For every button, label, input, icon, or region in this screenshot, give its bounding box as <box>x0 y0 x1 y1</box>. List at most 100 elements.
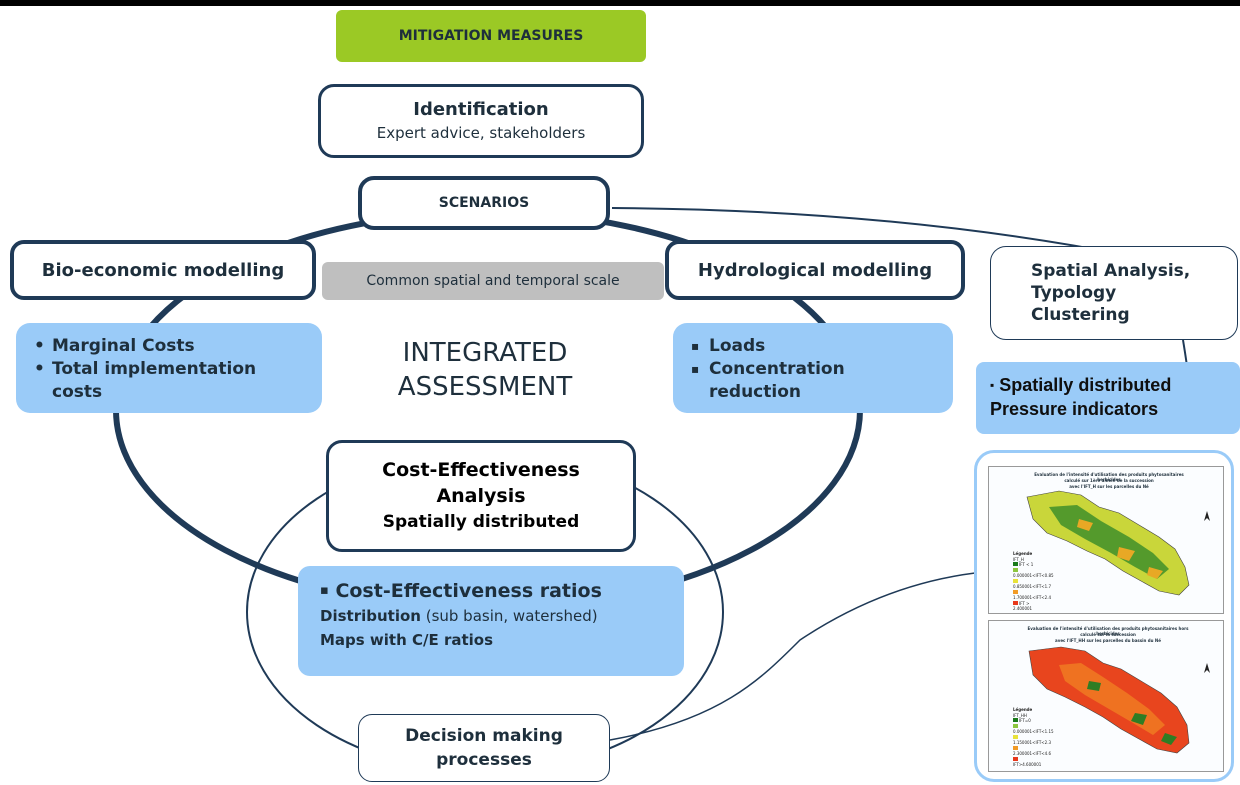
legend-swatch-icon <box>1013 589 1018 594</box>
map2-legend-label: 2.300001<IFT<4.6 <box>1013 751 1052 756</box>
integrated-assessment-line1: INTEGRATED <box>402 338 568 368</box>
ratios-maps: Maps with C/E ratios <box>320 631 494 649</box>
bullet-square-icon: ▪ <box>691 362 700 376</box>
integrated-assessment-label: INTEGRATED ASSESSMENT <box>360 336 610 404</box>
hydrological-item-loads: ▪ Loads <box>691 335 943 358</box>
map2-legend-label: IFT=0 <box>1019 718 1031 723</box>
hydrological-item-label: Concentration reduction <box>709 359 845 402</box>
spatial-analysis-line2: Typology <box>1031 283 1117 303</box>
map1-legend-field: IFT_H <box>1013 556 1024 562</box>
mitigation-measures-title: MITIGATION MEASURES <box>398 28 584 44</box>
integrated-assessment-line2: ASSESSMENT <box>397 372 573 402</box>
scenarios-label: SCENARIOS <box>438 195 530 211</box>
decision-line2: processes <box>436 750 532 770</box>
bullet-square-icon: ▪ <box>691 339 700 353</box>
bioeconomic-modelling-box: Bio-economic modelling <box>10 240 316 300</box>
hydrological-modelling-title: Hydrological modelling <box>697 259 933 281</box>
map2-legend-label: 1.150001<IFT<2.3 <box>1013 740 1052 745</box>
ratios-distribution-bold: Distribution <box>320 607 421 625</box>
cost-effectiveness-ratios-box: ▪ Cost-Effectiveness ratios Distribution… <box>298 566 684 676</box>
cea-line1: Cost-Effectiveness <box>382 459 580 481</box>
map1-legend-item: 1.700001<IFT<2.4 <box>1013 589 1051 601</box>
map2-legend-item: 0.000001<IFT<1.15 <box>1013 723 1054 735</box>
ratios-distribution-rest: (sub basin, watershed) <box>420 607 598 625</box>
map1-legend: Légende IFT_H IFT < 1 0.000001<IFT<0.85 … <box>1013 551 1054 612</box>
bioeconomic-modelling-title: Bio-economic modelling <box>41 259 285 281</box>
map2-legend: Légende IFT_HH IFT=0 0.000001<IFT<1.15 1… <box>1013 707 1054 768</box>
north-arrow-icon <box>1204 511 1210 521</box>
cea-line3: Spatially distributed <box>382 512 580 532</box>
common-scale-label-box: Common spatial and temporal scale <box>322 262 664 300</box>
map1-legend-title: Légende <box>1013 551 1033 556</box>
hydrological-modelling-box: Hydrological modelling <box>665 240 965 300</box>
legend-swatch-icon <box>1013 723 1018 728</box>
map2-legend-item: IFT=0 <box>1013 718 1045 724</box>
bioeconomic-item-label: Marginal Costs <box>52 336 195 356</box>
map1-legend-label: IFT > 2.400001 <box>1013 600 1033 612</box>
pressure-indicators-box: ▪ Spatially distributed Pressure indicat… <box>976 362 1240 434</box>
legend-swatch-icon <box>1013 600 1018 605</box>
spatial-analysis-box: Spatial Analysis, Typology Clustering <box>990 246 1238 340</box>
legend-swatch-icon <box>1013 718 1018 722</box>
legend-swatch-icon <box>1013 578 1018 583</box>
ratios-title: Cost-Effectiveness ratios <box>335 580 602 602</box>
bioeconomic-item-marginal-costs: • Marginal Costs <box>34 335 312 358</box>
map1-graphic <box>1026 490 1210 596</box>
decision-line1: Decision making <box>405 726 563 746</box>
ratios-distribution-row: Distribution (sub basin, watershed) <box>320 604 684 628</box>
bioeconomic-outputs-box: • Marginal Costs • Total implementation … <box>16 323 322 413</box>
bullet-dot-icon: • <box>34 359 45 379</box>
map1-legend-item: 0.000001<IFT<0.85 <box>1013 567 1054 579</box>
decision-making-box: Decision making processes <box>358 714 610 782</box>
map2-legend-field: IFT_HH <box>1013 712 1027 718</box>
map1-legend-label: IFT < 1 <box>1019 562 1034 567</box>
legend-swatch-icon <box>1013 756 1018 761</box>
bullet-square-icon: ▪ <box>990 378 995 392</box>
pressure-map-non-herbicides: Evaluation de l'intensité d'utilisation … <box>988 620 1224 772</box>
north-arrow-icon <box>1204 663 1210 673</box>
map1-basin-hotspots <box>1077 519 1163 579</box>
cost-effectiveness-analysis-box: Cost-Effectiveness Analysis Spatially di… <box>326 440 636 552</box>
decision-to-maps-connector <box>609 572 976 741</box>
map2-legend-item: IFT>4.600001 <box>1013 756 1045 768</box>
common-scale-label: Common spatial and temporal scale <box>366 273 620 289</box>
map1-legend-label: 0.850001<IFT<1.7 <box>1013 584 1052 589</box>
bullet-dot-icon: • <box>34 336 45 356</box>
bullet-square-icon: ▪ <box>320 583 329 598</box>
identification-box: Identification Expert advice, stakeholde… <box>318 84 644 158</box>
hydrological-item-concentration: ▪ Concentration reduction <box>691 358 943 404</box>
map1-title1: Evaluation de l'intensité d'utilisation … <box>1034 472 1184 482</box>
map1-legend-item: 0.850001<IFT<1.7 <box>1013 578 1051 590</box>
map2-legend-label: IFT>4.600001 <box>1013 762 1042 767</box>
bioeconomic-item-label: Total implementation costs <box>52 359 257 402</box>
legend-swatch-icon <box>1013 745 1018 750</box>
spatial-analysis-line1: Spatial Analysis, <box>1031 261 1191 281</box>
map1-legend-label: 0.000001<IFT<0.85 <box>1013 573 1054 578</box>
hydrological-item-label: Loads <box>709 336 766 356</box>
scenarios-box: SCENARIOS <box>358 176 610 230</box>
spatial-analysis-line3: Clustering <box>1031 305 1130 325</box>
pressure-line1: Spatially distributed <box>999 375 1172 395</box>
identification-title: Identification <box>413 99 549 120</box>
map1-legend-label: 1.700001<IFT<2.4 <box>1013 595 1052 600</box>
top-black-bar <box>0 0 1240 6</box>
map2-title2: calculé sur la succession <box>1080 632 1136 637</box>
legend-swatch-icon <box>1013 562 1018 566</box>
cea-line2: Analysis <box>436 485 526 507</box>
map2-title3: avec l'IFT_HH sur les parcelles du bassi… <box>1055 638 1161 643</box>
map2-legend-item: 1.150001<IFT<2.3 <box>1013 734 1051 746</box>
pressure-line2: Pressure indicators <box>990 399 1159 419</box>
pressure-line1-row: ▪ Spatially distributed <box>990 373 1240 397</box>
bioeconomic-item-total-costs: • Total implementation costs <box>34 358 312 404</box>
map1-title2: calculé sur 1ère année de la succession <box>1064 478 1154 483</box>
map2-basin-green-patches <box>1087 681 1177 745</box>
pressure-map-herbicides: Evaluation de l'intensité d'utilisation … <box>988 466 1224 614</box>
map2-legend-label: 0.000001<IFT<1.15 <box>1013 729 1054 734</box>
map1-legend-item: IFT < 1 <box>1013 562 1045 568</box>
map1-title3: avec l'IFT_H sur les parcelles du Né <box>1069 484 1149 489</box>
map2-graphic <box>1028 646 1210 754</box>
map1-legend-item: IFT > 2.400001 <box>1013 600 1045 612</box>
map2-legend-item: 2.300001<IFT<4.6 <box>1013 745 1051 757</box>
map2-title1: Evaluation de l'intensité d'utilisation … <box>1027 626 1189 636</box>
map2-legend-title: Légende <box>1013 707 1033 712</box>
